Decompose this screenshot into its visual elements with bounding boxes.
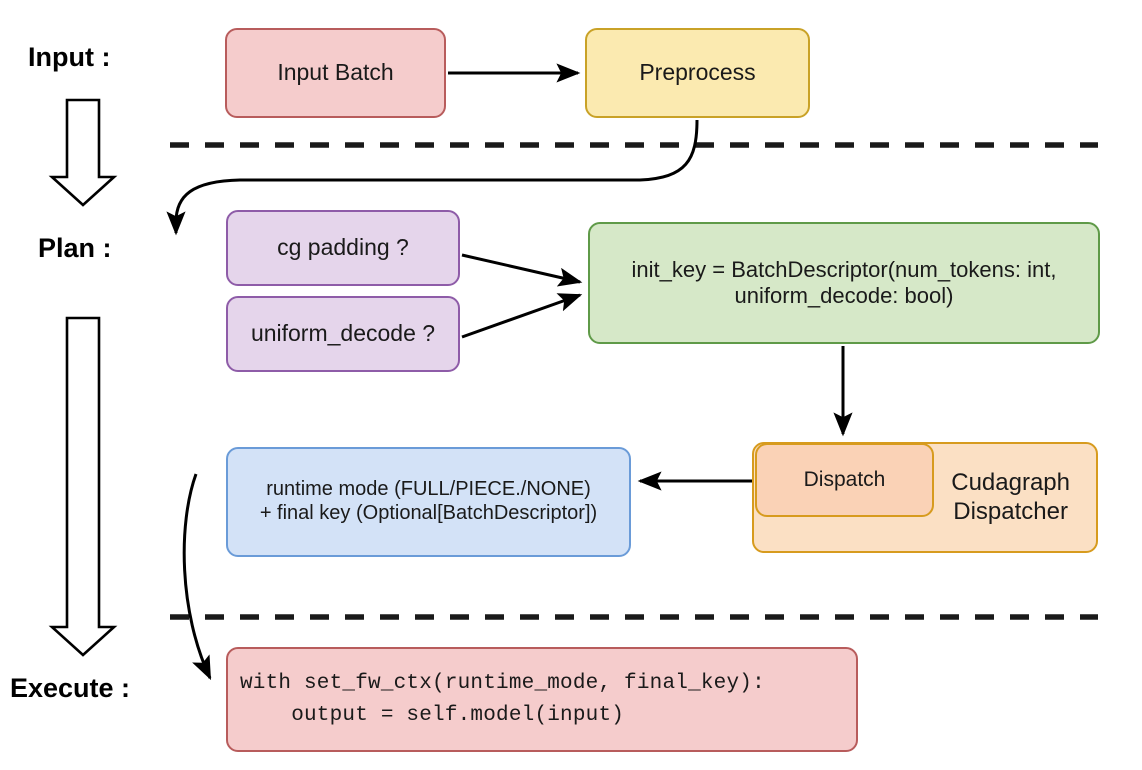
plan-to-execute-arrow — [48, 316, 118, 657]
node-execute-code[interactable]: with set_fw_ctx(runtime_mode, final_key)… — [226, 647, 858, 752]
cg-padding-to-init-key — [461, 253, 583, 287]
node-input-batch[interactable]: Input Batch — [225, 28, 446, 118]
stage-label-input: Input : — [28, 42, 111, 72]
node-dispatch[interactable]: Dispatch — [755, 443, 934, 517]
stage-label-execute: Execute : — [10, 673, 131, 703]
runtime-mode-to-execute-code — [182, 473, 212, 681]
node-init-key-batchdescriptor[interactable]: init_key = BatchDescriptor(num_tokens: i… — [588, 222, 1100, 344]
uniform-decode-to-init-key — [461, 293, 583, 339]
node-preprocess[interactable]: Preprocess — [585, 28, 810, 118]
stage-label-plan: Plan : — [38, 233, 112, 263]
node-runtime-mode[interactable]: runtime mode (FULL/PIECE./NONE) + final … — [226, 447, 631, 557]
node-uniform-decode[interactable]: uniform_decode ? — [226, 296, 460, 372]
node-cg-padding[interactable]: cg padding ? — [226, 210, 460, 286]
input-to-plan-arrow — [48, 98, 118, 207]
